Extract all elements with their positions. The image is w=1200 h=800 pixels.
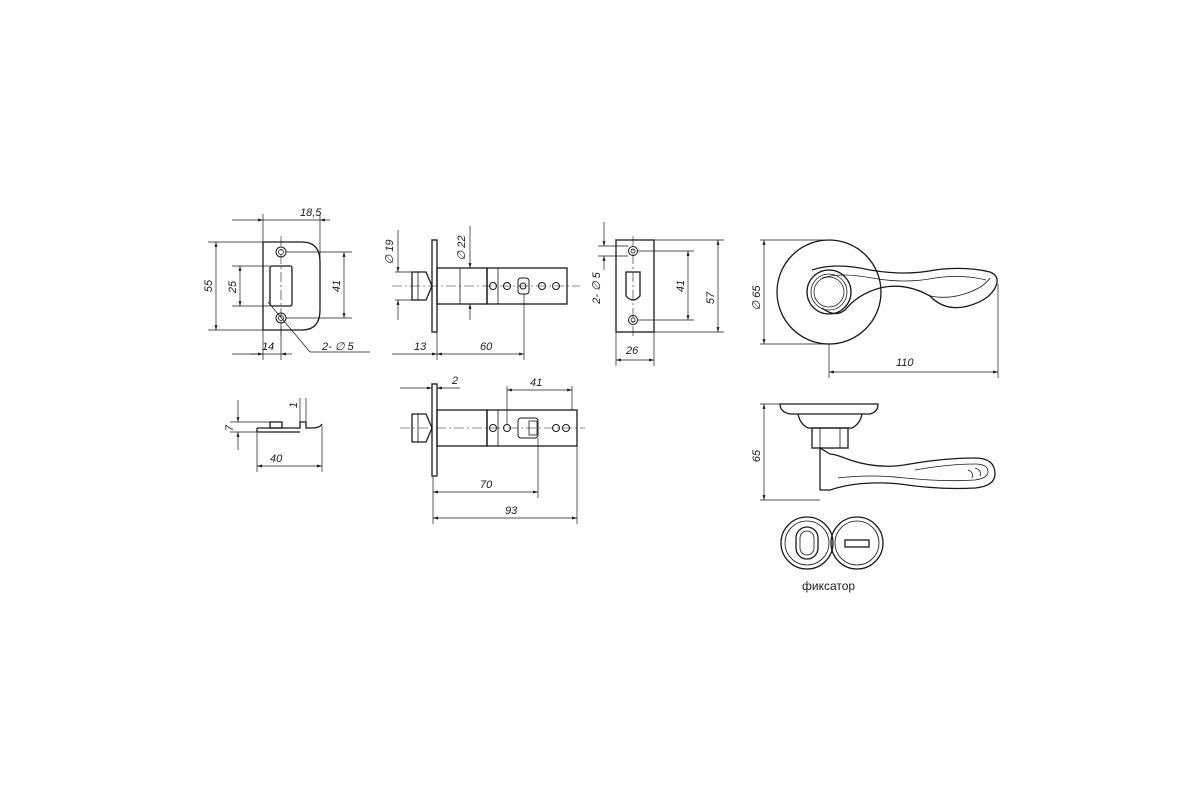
strike-plate-opening <box>269 265 293 307</box>
strike-plate-side-view: 7 1 40 <box>224 398 323 472</box>
latch-top-view: ∅ 19 ∅ 22 13 60 <box>384 226 580 360</box>
dim-latch-bolt-diameter: ∅ 19 <box>384 240 396 265</box>
faceplate-outline <box>615 239 655 333</box>
handle-side-rose <box>779 403 879 415</box>
dim-latch-plate: 2 <box>451 375 458 387</box>
dim-strike-opening: 25 <box>227 280 239 294</box>
handle-lever <box>811 265 998 315</box>
dim-handle-length: 110 <box>896 357 914 369</box>
strike-plate-outline <box>262 241 321 331</box>
handle-side-view: 65 <box>751 403 996 501</box>
dim-strike-height: 55 <box>203 279 215 292</box>
dim-latch-faceplate: 13 <box>414 341 427 353</box>
dim-latch-body-diameter: ∅ 22 <box>456 236 468 261</box>
dim-strike-holes: 2- ∅ 5 <box>321 341 354 353</box>
latch-bottom-view: 2 41 70 93 <box>400 375 585 524</box>
dim-strike-width-top: 18,5 <box>300 207 322 219</box>
privacy-indicator <box>830 516 884 570</box>
handle-side-lever <box>819 446 996 491</box>
strike-plate-front-view: 18,5 55 25 41 14 2- ∅ 5 <box>203 207 370 360</box>
handle-front-view: ∅ 65 110 <box>751 239 999 378</box>
faceplate-view: 2- ∅ 5 41 57 26 <box>591 222 724 366</box>
dim-latch-backset: 60 <box>480 341 493 353</box>
dim-latch-length-93: 93 <box>505 505 518 517</box>
dim-handle-side-height: 65 <box>751 449 763 462</box>
dim-strike-side-length: 40 <box>270 453 283 465</box>
dim-faceplate-height: 57 <box>705 291 717 304</box>
dim-latch-length-70: 70 <box>480 479 493 491</box>
dim-strike-side-thickness: 1 <box>288 402 300 408</box>
handle-rose <box>776 239 882 345</box>
dim-strike-bottom: 14 <box>262 341 274 353</box>
dim-faceplate-holes: 2- ∅ 5 <box>591 271 603 304</box>
dim-faceplate-width: 26 <box>625 345 639 357</box>
privacy-label: фиксатор <box>802 579 855 593</box>
dim-latch-slot: 41 <box>530 377 542 389</box>
privacy-thumbturn <box>780 516 834 570</box>
dim-faceplate-spacing: 41 <box>675 280 687 292</box>
dim-handle-rose-diameter: ∅ 65 <box>751 285 763 311</box>
dim-strike-side-height: 7 <box>224 424 236 431</box>
dim-strike-holes-spacing: 41 <box>331 280 343 292</box>
privacy-lock: фиксатор <box>780 516 884 593</box>
faceplate-latch-opening <box>625 271 641 301</box>
